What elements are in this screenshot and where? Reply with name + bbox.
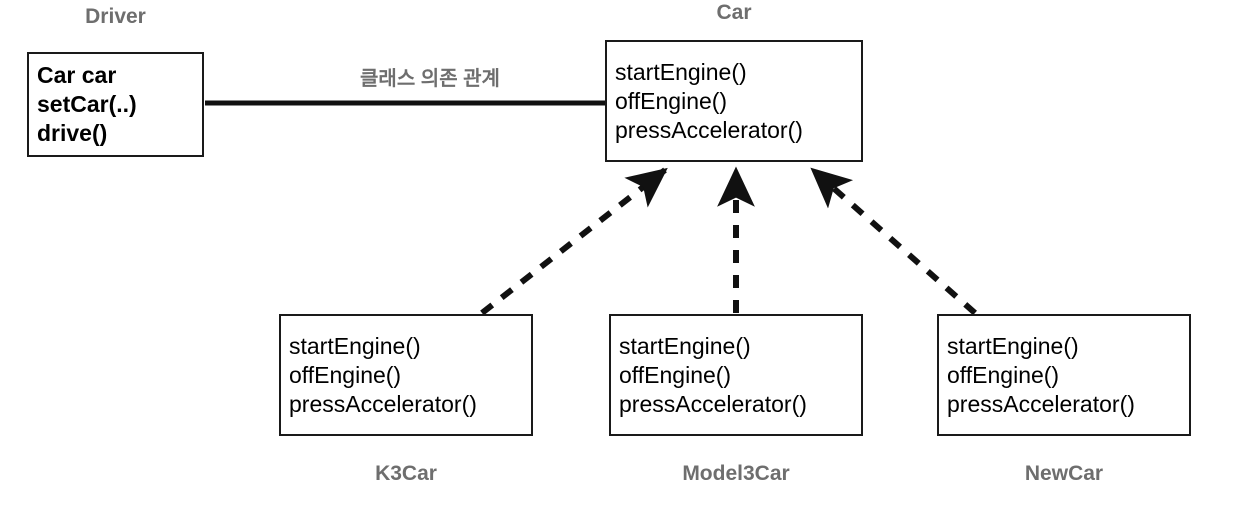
class-member: offEngine()	[947, 361, 1060, 388]
class-title-model3car: Model3Car	[682, 462, 790, 485]
class-title-driver: Driver	[85, 5, 146, 28]
class-member: setCar(..)	[37, 91, 137, 117]
class-box-newcar[interactable]: startEngine() offEngine() pressAccelerat…	[937, 314, 1191, 436]
class-title-car: Car	[716, 1, 752, 24]
edge-label-dependency: 클래스 의존 관계	[360, 68, 500, 90]
class-member: startEngine()	[289, 332, 421, 359]
edge-newcar-to-car	[810, 167, 977, 316]
class-member: drive()	[37, 120, 108, 146]
class-member: offEngine()	[615, 87, 728, 114]
class-member: startEngine()	[619, 332, 751, 359]
class-member: Car car	[37, 62, 117, 88]
class-member: pressAccelerator()	[289, 390, 477, 417]
edge-k3car-to-car	[480, 167, 668, 316]
class-member: startEngine()	[615, 58, 747, 85]
class-member: offEngine()	[289, 361, 402, 388]
class-member: pressAccelerator()	[947, 390, 1135, 417]
class-box-k3car[interactable]: startEngine() offEngine() pressAccelerat…	[279, 314, 533, 436]
class-box-driver[interactable]: Car car setCar(..) drive()	[27, 52, 204, 157]
class-member: offEngine()	[619, 361, 732, 388]
class-box-model3car[interactable]: startEngine() offEngine() pressAccelerat…	[609, 314, 863, 436]
class-member: pressAccelerator()	[619, 390, 807, 417]
class-title-k3car: K3Car	[375, 462, 437, 485]
class-title-newcar: NewCar	[1024, 462, 1104, 485]
class-box-car[interactable]: startEngine() offEngine() pressAccelerat…	[605, 40, 863, 162]
class-member: startEngine()	[947, 332, 1079, 359]
class-member: pressAccelerator()	[615, 116, 803, 143]
